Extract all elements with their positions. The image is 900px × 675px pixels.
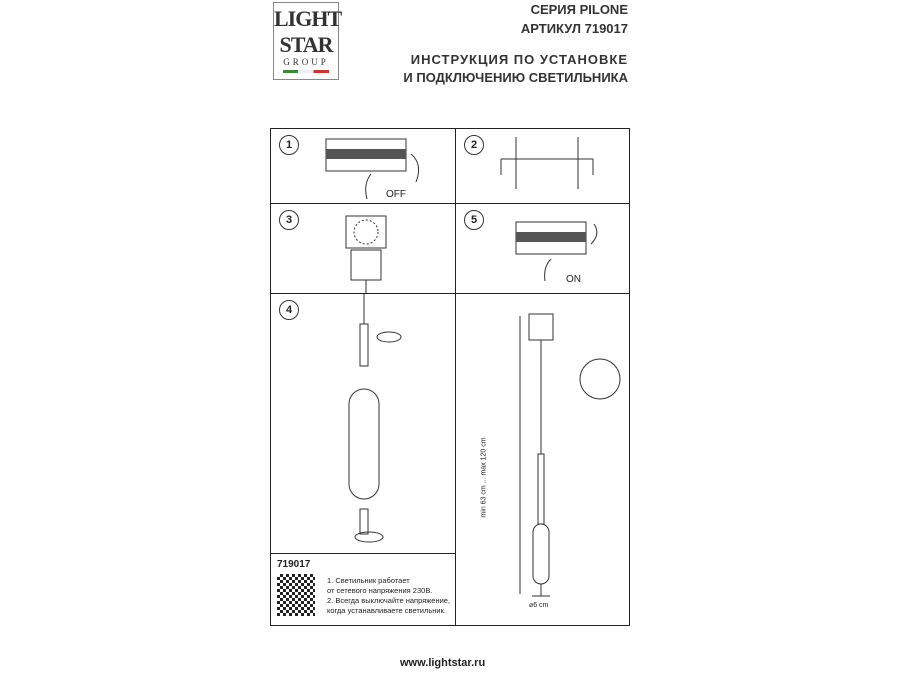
dimension-drawing — [519, 313, 621, 597]
qr-code — [277, 574, 315, 616]
logo-line1: LIGHT — [274, 6, 342, 31]
brand-logo: LIGHT STAR GROUP — [273, 2, 342, 80]
off-label: OFF — [386, 189, 406, 200]
step-number: 3 — [279, 210, 299, 230]
diameter-dimension: ⌀6 cm — [529, 602, 549, 609]
step-4-panel: 4 — [270, 293, 456, 554]
breaker-on-illustration — [515, 221, 598, 282]
step-3-panel: 3 — [270, 203, 456, 294]
mounting-bracket-illustration — [500, 137, 594, 189]
series-title: СЕРИЯ PILONE — [530, 2, 628, 17]
step-number: 4 — [279, 300, 299, 320]
notes-article: 719017 — [277, 559, 311, 570]
dimensions-panel: min 63 cm ... max 120 cm ⌀6 cm — [455, 293, 630, 626]
step-1-panel: 1 OFF — [270, 128, 456, 204]
on-label: ON — [566, 274, 581, 285]
note-line: 1. Светильник работает — [327, 576, 410, 585]
wiring-illustration — [345, 215, 387, 294]
note-line: 2. Всегда выключайте напряжение, — [327, 596, 451, 605]
website-url: www.lightstar.ru — [400, 657, 486, 669]
article-title: АРТИКУЛ 719017 — [520, 21, 628, 36]
instruction-title-1: ИНСТРУКЦИЯ ПО УСТАНОВКЕ — [410, 52, 628, 67]
height-dimension: min 63 cm ... max 120 cm — [480, 437, 488, 518]
assembly-illustration — [348, 294, 402, 543]
step-2-panel: 2 — [455, 128, 630, 204]
step-number: 5 — [464, 210, 484, 230]
step-number: 1 — [279, 135, 299, 155]
step-number: 2 — [464, 135, 484, 155]
breaker-off-illustration — [325, 138, 420, 200]
note-line: когда устанавливаете светильник. — [327, 606, 446, 615]
logo-line2: STAR — [279, 32, 333, 57]
logo-flag — [283, 70, 329, 73]
notes-panel: 719017 1. Светильник работает от сетевог… — [270, 553, 456, 626]
step-5-panel: 5 ON — [455, 203, 630, 294]
logo-line3: GROUP — [283, 57, 329, 67]
note-line: от сетевого напряжения 230В. — [327, 586, 433, 595]
instruction-title-2: И ПОДКЛЮЧЕНИЮ СВЕТИЛЬНИКА — [403, 70, 628, 85]
